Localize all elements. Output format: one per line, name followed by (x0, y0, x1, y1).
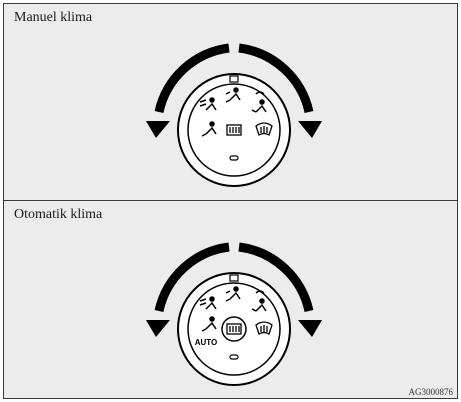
knob-grip (229, 354, 239, 360)
vent-foot-defrost-icon (251, 91, 267, 113)
rotate-left-arrow-head (146, 320, 170, 337)
knob-pointer (229, 75, 239, 83)
vent-face-icon (199, 97, 217, 111)
rotate-left-arrow (154, 43, 230, 114)
figure-code: AG3000876 (408, 387, 454, 397)
mode-dial-diagram: AUTO (146, 242, 322, 386)
recirculation-button (221, 316, 247, 342)
figure: Manuel klima (3, 3, 458, 399)
auto-label: AUTO (195, 338, 218, 347)
vent-foot-icon (201, 121, 217, 137)
rotate-left-arrow-head (146, 121, 170, 138)
rotate-right-arrow-head (298, 121, 322, 138)
knob-grip (229, 155, 239, 161)
defrost-icon (255, 321, 273, 335)
defrost-icon (255, 122, 273, 136)
rear-defrost-icon (226, 124, 242, 136)
vent-bilevel-icon (225, 87, 241, 103)
rotate-right-arrow (238, 242, 314, 313)
vent-bilevel-icon (225, 286, 241, 302)
vent-foot-defrost-icon (251, 290, 267, 312)
panel-title: Otomatik klima (14, 207, 103, 222)
knob-pointer (229, 274, 239, 282)
panel-title: Manuel klima (14, 10, 93, 25)
vent-foot-icon (201, 316, 217, 332)
manual-climate-panel: Manuel klima (4, 4, 457, 200)
rotate-right-arrow (238, 43, 314, 114)
automatic-climate-panel: Otomatik klima AUTO (4, 201, 457, 399)
knob-inner-ring (187, 83, 281, 177)
rear-defrost-icon (226, 323, 242, 335)
panel-divider (4, 200, 457, 201)
rotate-left-arrow (154, 242, 230, 313)
mode-dial-diagram (146, 43, 322, 187)
vent-face-icon (199, 296, 217, 310)
rotate-right-arrow-head (298, 320, 322, 337)
